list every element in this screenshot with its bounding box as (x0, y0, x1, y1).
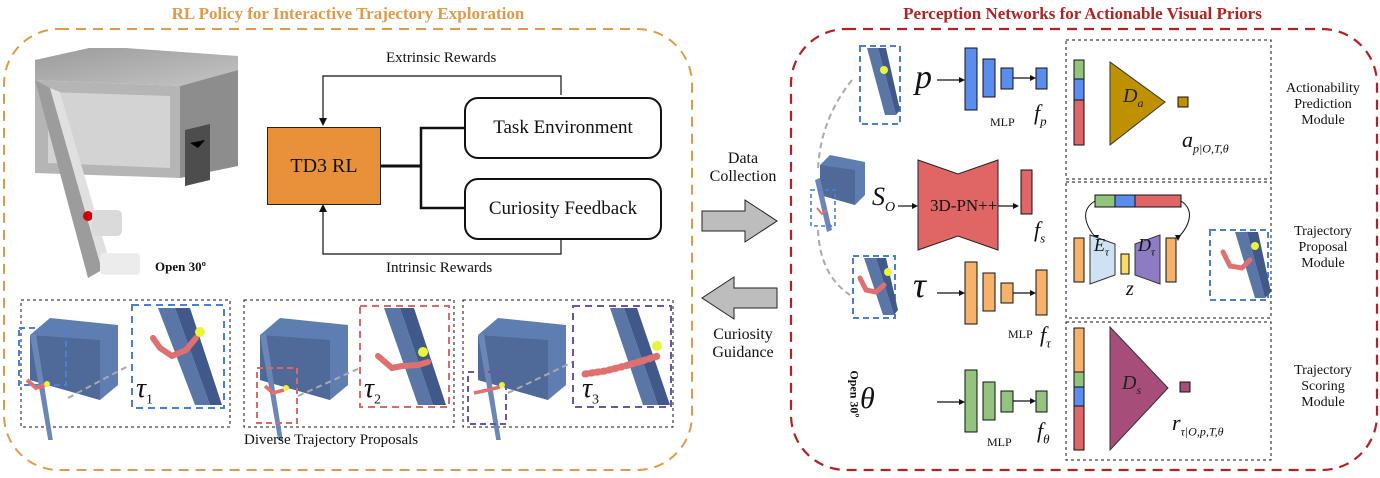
data-collection-label: Data Collection (709, 150, 777, 186)
microwave-scene-image (35, 48, 238, 278)
trajectory-scoring-module-box (1065, 321, 1272, 461)
rl-loop-diagram (319, 75, 562, 255)
trajectory-scoring-module (1073, 325, 1191, 452)
angle-mlp-label: MLP (987, 435, 1012, 449)
proposal-label-1: τ1 (136, 373, 154, 408)
pointnet-backbone-label: 3D-PN++ (930, 196, 998, 215)
left-panel-border (3, 28, 693, 471)
curiosity-guidance-arrow (701, 276, 778, 320)
angle-side-label: Open 30º (847, 370, 862, 418)
actionability-net-label: Da (1123, 85, 1144, 110)
curiosity-feedback-label: Curiosity Feedback (488, 198, 638, 219)
trajectory-proposal-module-box (1065, 181, 1272, 319)
curiosity-guidance-label: Curiosity Guidance (712, 326, 774, 362)
trajectory-encoder-label: Eτ (1094, 235, 1109, 259)
trajectory-thumbnail (852, 255, 898, 319)
proposal-panel-3 (462, 299, 674, 440)
data-collection-arrow (701, 199, 778, 243)
trajectory-proposals (18, 299, 674, 440)
proposals-caption: Diverse Trajectory Proposals (244, 432, 419, 448)
task-environment-label: Task Environment (493, 117, 633, 138)
shape-feature-label: fs (1034, 217, 1046, 246)
td3-rl-label: TD3 RL (290, 154, 358, 177)
trajectory-feature-label: fτ (1040, 322, 1051, 351)
point-feature-label: fp (1034, 100, 1047, 129)
actionability-module (1073, 59, 1189, 147)
td3-rl-box: TD3 RL (267, 127, 381, 205)
task-environment-box: Task Environment (464, 97, 662, 159)
scoring-net-label: Ds (1122, 372, 1142, 397)
scoring-output-label: rτ|O,p,T,θ (1172, 410, 1224, 439)
angle-input-label: θ (860, 382, 875, 415)
scene-label-open-30: Open 30º (155, 259, 206, 274)
trajectory-decoder-label: Dτ (1138, 235, 1155, 259)
trajectory-mlp-label: MLP (1008, 327, 1033, 341)
extrinsic-reward-arrow (322, 75, 562, 120)
right-panel-border (789, 27, 1379, 472)
trajectory-mlp (937, 261, 1048, 325)
right-panel-title: Perception Networks for Actionable Visua… (903, 4, 1262, 23)
actionability-module-box (1065, 39, 1272, 180)
trajectory-proposal-module (1073, 194, 1271, 301)
point-input-label: p (915, 59, 932, 96)
proposal-output-thumbnail (1209, 229, 1271, 301)
intrinsic-reward-arrow (322, 210, 562, 255)
actionability-output-label: ap|O,T,θ (1182, 127, 1229, 156)
latent-z-label: z (1126, 278, 1134, 300)
point-mlp-label: MLP (990, 115, 1015, 129)
point-thumbnail (859, 45, 901, 125)
object-thumbnail (810, 155, 865, 232)
trajectory-input-label: τ (913, 265, 926, 305)
angle-feature-label: fθ (1037, 418, 1050, 447)
point-mlp (937, 47, 1048, 111)
actionability-module-name: Actionability Prediction Module (1286, 81, 1360, 129)
intrinsic-rewards-label: Intrinsic Rewards (386, 260, 493, 276)
proposal-panel-2 (243, 299, 455, 440)
proposal-label-3: τ3 (582, 373, 600, 408)
angle-mlp (937, 369, 1048, 433)
pointnet-backbone (898, 159, 1033, 251)
trajectory-proposal-module-name: Trajectory Proposal Module (1294, 224, 1352, 272)
proposal-label-2: τ2 (364, 373, 382, 408)
proposal-panel-1 (18, 299, 231, 440)
left-panel-title: RL Policy for Interactive Trajectory Exp… (171, 4, 525, 23)
object-input-label: SO (872, 182, 896, 216)
curiosity-feedback-box: Curiosity Feedback (464, 178, 662, 240)
trajectory-scoring-module-name: Trajectory Scoring Module (1294, 363, 1352, 411)
extrinsic-rewards-label: Extrinsic Rewards (386, 50, 497, 66)
perception-networks-diagram (810, 39, 1272, 461)
